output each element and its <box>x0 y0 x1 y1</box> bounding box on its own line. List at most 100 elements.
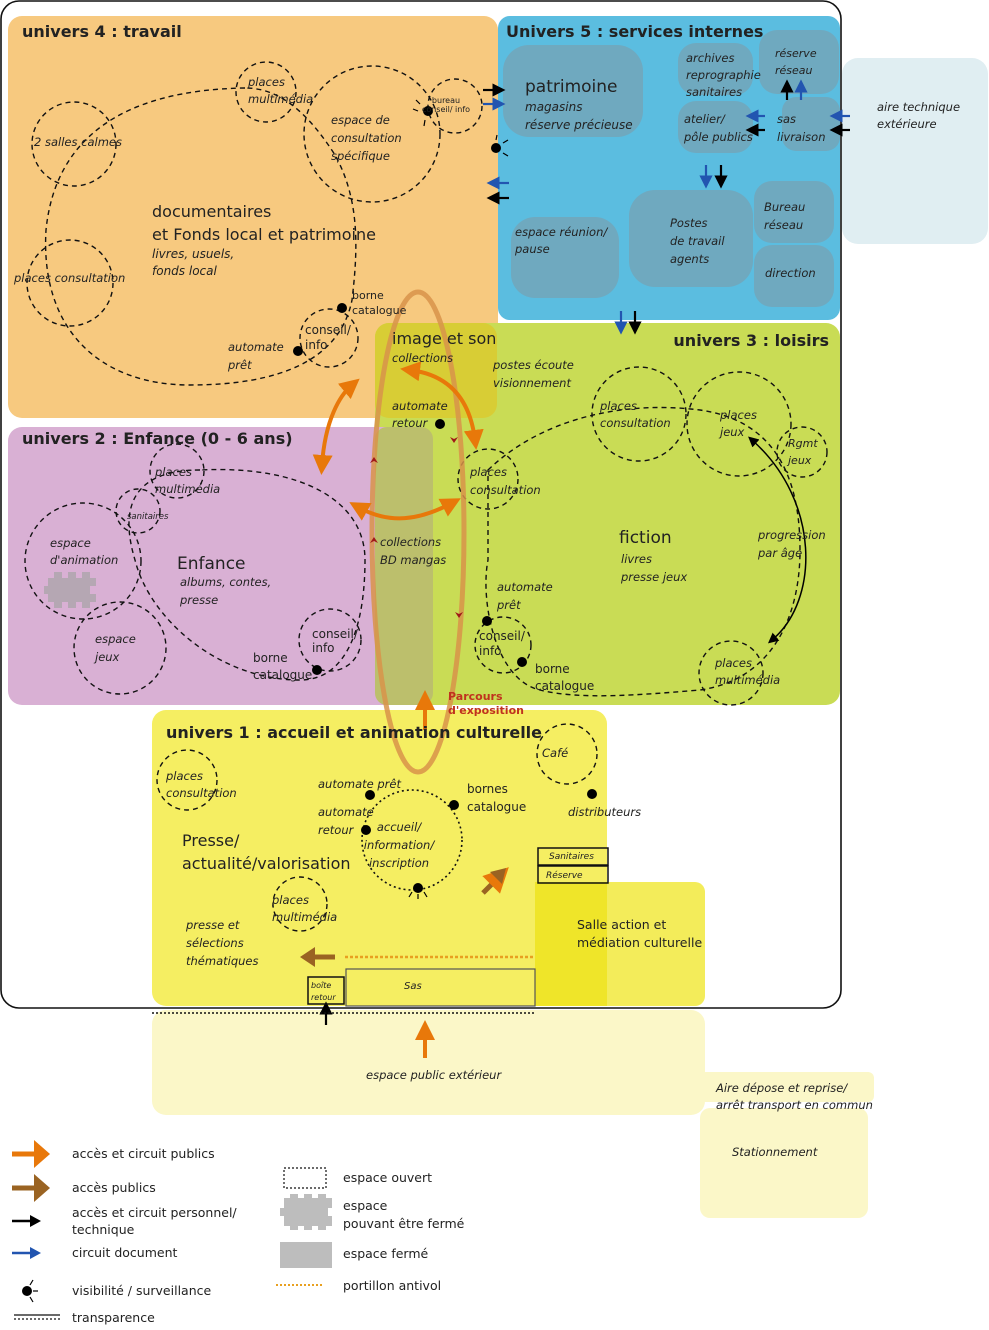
u2-sub-label: albums, contes,presse <box>179 575 271 607</box>
univers1-zone <box>152 710 607 1006</box>
u3-conseil-info <box>474 616 532 674</box>
u1-places-consultation <box>156 749 218 811</box>
arrow-image-son <box>400 361 484 450</box>
reserve-reseau-room <box>759 30 839 94</box>
u3-automate-pret-dot <box>482 616 492 626</box>
u4-automate-dot <box>293 346 303 356</box>
u1-places-multimedia <box>272 876 328 932</box>
black-arrow-icon <box>12 1215 41 1227</box>
stationnement-label: Stationnement <box>732 1145 818 1159</box>
u2-main-label: Enfance <box>177 554 246 574</box>
atelier-room <box>678 101 753 153</box>
u1-sanitaires-label: Sanitaires <box>549 852 594 862</box>
u3-places-jeux <box>686 371 792 477</box>
salle-action-core <box>535 882 607 1006</box>
archives-room <box>678 43 753 95</box>
u1-cafe-label: Café <box>542 746 568 760</box>
univers1-title: univers 1 : accueil et animation culture… <box>166 723 542 742</box>
postes-room <box>629 190 753 287</box>
u4-places-consultation <box>26 239 114 327</box>
univers5-title: Univers 5 : services internes <box>506 22 763 41</box>
u2-conseil-info <box>298 608 362 672</box>
collections-bd-zone <box>375 427 433 705</box>
univers2-title: univers 2 : Enfance (0 - 6 ans) <box>22 429 293 448</box>
espace-reunion-room <box>511 217 619 298</box>
closable-space-icon <box>280 1194 332 1230</box>
progression-arrow <box>748 436 807 644</box>
bureau-reseau-room <box>754 181 834 243</box>
u1-distributeurs-label: distributeurs <box>568 805 641 819</box>
parcours-exposition-loop <box>369 289 467 775</box>
image-son-title: image et son <box>392 329 496 348</box>
u4-sub-label: livres, usuels,fonds local <box>152 247 234 278</box>
direction-label: direction <box>765 266 816 280</box>
u3-borne-dot <box>517 657 527 667</box>
aire-technique-zone <box>842 58 988 244</box>
aire-depose-label: Aire dépose et reprise/arrêt transport e… <box>715 1081 873 1112</box>
arrow-u2-u3 <box>349 498 461 521</box>
u1-accueil-circle <box>361 789 463 891</box>
u4-espace-consultation <box>303 65 441 203</box>
u2-places-multimedia <box>149 443 205 499</box>
u4-places-multimedia <box>235 61 297 123</box>
transparence-icon <box>14 1314 60 1320</box>
u1-sas-label: Sas <box>404 981 422 992</box>
arrow-u2-u4 <box>312 378 360 475</box>
u3-automate-retour-dot <box>435 419 445 429</box>
legend-label: transparence <box>72 1310 155 1325</box>
u1-reserve-label: Réserve <box>546 870 583 881</box>
fiction-title: fiction <box>619 528 672 548</box>
univers2-zone <box>8 427 433 705</box>
u2-sanitaires <box>115 488 161 534</box>
legend-label: espace ouvert <box>343 1170 432 1185</box>
u1-distributeurs-dot <box>587 789 597 799</box>
u2-sanitaires-label: sanitaires <box>127 512 169 522</box>
u1-accueil-label: accueil/information/inscription <box>364 820 436 870</box>
legend-label: portillon antivol <box>343 1278 441 1293</box>
legend-label: visibilité / surveillance <box>72 1283 211 1298</box>
sas-box <box>345 968 536 1007</box>
closed-space-icon <box>280 1242 332 1268</box>
u1-automate-retour-dot <box>361 825 371 835</box>
u2-espace-jeux <box>73 601 167 695</box>
blue-arrow-icon <box>12 1247 41 1259</box>
boite-retour-box <box>307 976 345 1005</box>
direction-room <box>754 245 834 307</box>
espace-public-exterieur-zone <box>152 1010 705 1115</box>
u1-surveillance-dot <box>413 883 423 893</box>
u3-places-consultation-2 <box>591 366 687 462</box>
u4-borne-dot <box>337 303 347 313</box>
u2-loop <box>128 468 366 681</box>
u3-conseil-info-label: conseil/info <box>479 629 526 658</box>
sanitaires-box <box>537 847 609 866</box>
u1-bornes-dot <box>449 800 459 810</box>
reserve-box <box>537 865 609 884</box>
